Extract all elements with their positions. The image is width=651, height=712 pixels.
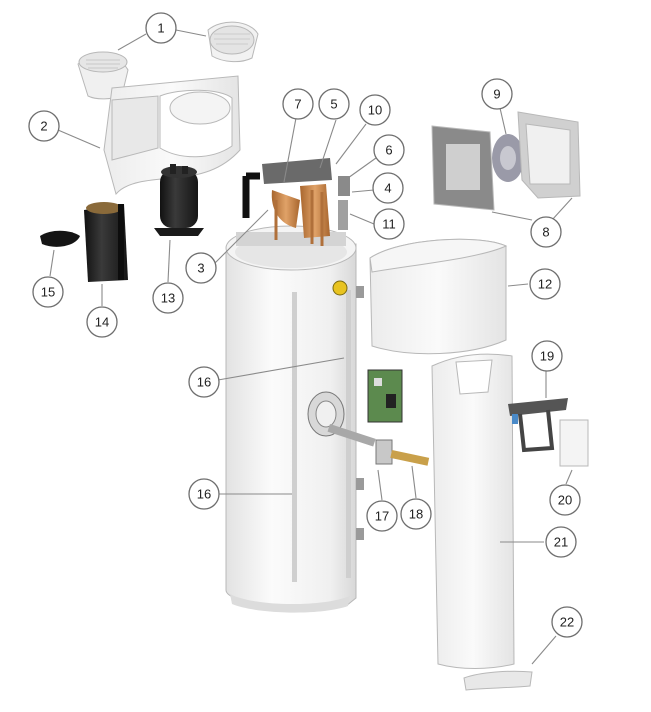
callout-11: 11 (373, 208, 405, 240)
callout-6: 6 (373, 134, 405, 166)
callout-label: 5 (330, 97, 337, 112)
callout-17: 17 (366, 500, 398, 532)
callout-21: 21 (545, 526, 577, 558)
callout-label: 19 (540, 349, 554, 364)
main-water-tank (225, 225, 364, 613)
part-8-fan-duct-right (517, 111, 581, 199)
part-21-front-panel (431, 353, 515, 669)
callout-label: 13 (161, 291, 175, 306)
part-1-right-inlet-elbow (207, 21, 259, 63)
part-20-access-panel (559, 419, 589, 467)
callout-label: 4 (384, 181, 391, 196)
callout-16-upper: 16 (188, 366, 220, 398)
part-12-top-cover (369, 238, 508, 355)
callout-16-lower: 16 (188, 478, 220, 510)
heat-pump-top-assembly (236, 158, 350, 246)
callout-7: 7 (282, 88, 314, 120)
callout-label: 18 (409, 507, 423, 522)
callout-3: 3 (185, 252, 217, 284)
callout-label: 17 (375, 509, 389, 524)
callout-19: 19 (531, 340, 563, 372)
part-8-fan-duct-left (431, 125, 495, 211)
callout-label: 10 (368, 103, 382, 118)
part-22-bottom-trim (463, 670, 533, 691)
callout-label: 11 (382, 217, 396, 232)
callout-label: 14 (95, 315, 109, 330)
callout-1a: 1 (145, 12, 177, 44)
callout-5: 5 (318, 88, 350, 120)
callout-9: 9 (481, 78, 513, 110)
callout-12: 12 (529, 268, 561, 300)
callout-label: 7 (294, 97, 301, 112)
callout-4: 4 (372, 172, 404, 204)
callout-label: 20 (558, 493, 572, 508)
tank-yellow-fitting (332, 280, 348, 296)
callout-label: 22 (560, 615, 574, 630)
part-18-heating-element (327, 423, 430, 466)
callout-2: 2 (28, 110, 60, 142)
callout-label: 16 (197, 375, 211, 390)
callout-13: 13 (152, 282, 184, 314)
callout-20: 20 (549, 484, 581, 516)
callout-label: 8 (542, 225, 549, 240)
part-14-compressor-jacket (84, 202, 128, 282)
callout-22: 22 (551, 606, 583, 638)
callout-label: 21 (554, 535, 568, 550)
callout-14: 14 (86, 306, 118, 338)
part-16-rail-left (292, 292, 297, 582)
leader-lines (49, 29, 573, 665)
callout-18: 18 (400, 498, 432, 530)
callout-label: 1 (157, 21, 164, 36)
part-19-handle-bracket (508, 398, 568, 453)
callout-label: 6 (385, 143, 392, 158)
callout-label: 16 (197, 487, 211, 502)
callout-8: 8 (530, 216, 562, 248)
part-13-compressor (154, 164, 204, 236)
callout-label: 2 (40, 119, 47, 134)
callout-label: 12 (538, 277, 552, 292)
callout-label: 15 (41, 285, 55, 300)
callout-15: 15 (32, 276, 64, 308)
callout-10: 10 (359, 94, 391, 126)
callout-label: 3 (197, 261, 204, 276)
callout-label: 9 (493, 87, 500, 102)
part-15-gasket (40, 230, 80, 247)
part-9-fan-impeller (492, 134, 524, 182)
part-17-control-board (367, 369, 403, 423)
